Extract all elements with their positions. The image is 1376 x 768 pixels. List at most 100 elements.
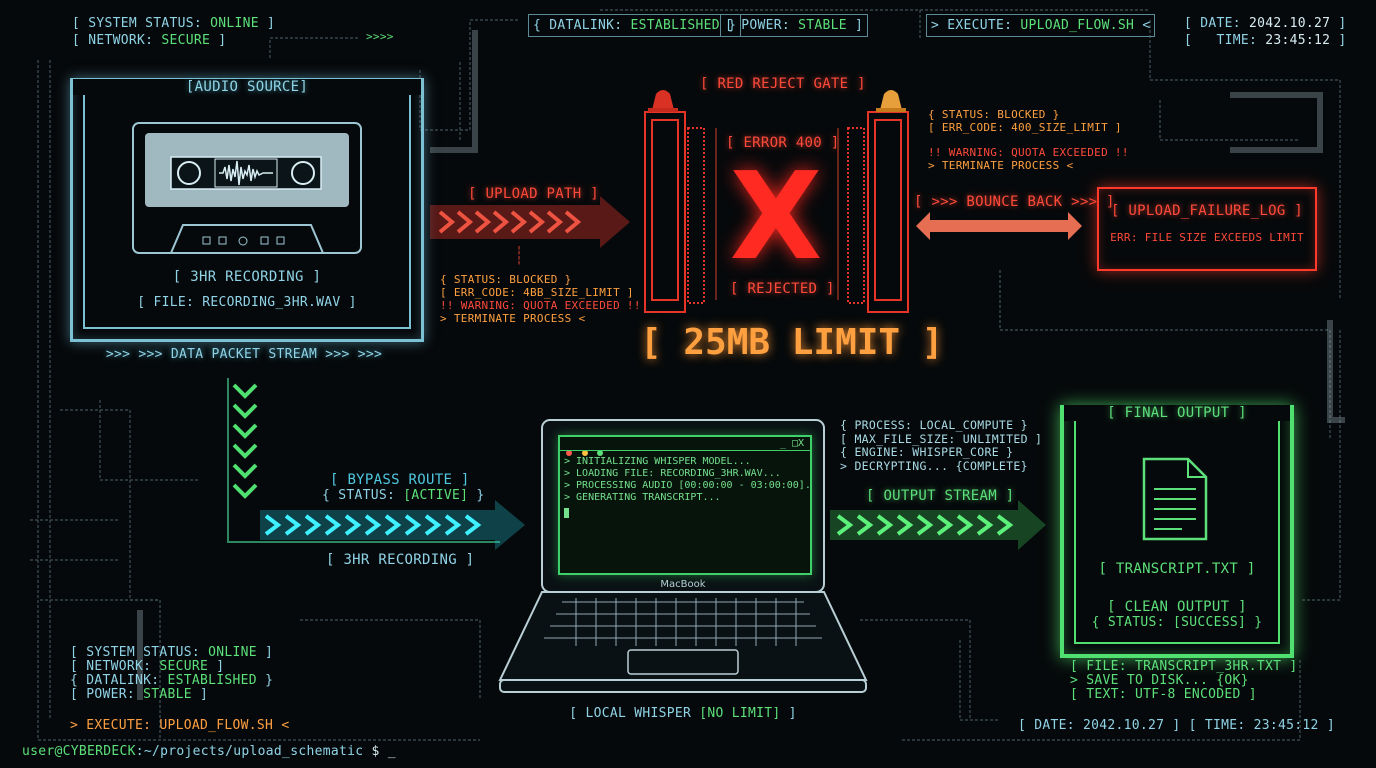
gate-err-line: [ ERR_CODE: 400_SIZE_LIMIT ]	[928, 121, 1122, 134]
upload-warn-line: !! WARNING: QUOTA EXCEEDED !!	[440, 299, 641, 312]
network-prefix: [ NETWORK:	[72, 33, 162, 48]
status-suffix: ]	[258, 16, 276, 31]
final-info-line: > SAVE TO DISK... {OK}	[1070, 673, 1249, 688]
status-prefix: [ SYSTEM STATUS:	[72, 16, 211, 31]
time-suffix: ]	[1330, 33, 1347, 48]
shell-prompt[interactable]: user@CYBERDECK:~/projects/upload_schemat…	[22, 744, 396, 759]
size-limit-banner: [ 25MB LIMIT ]	[640, 322, 944, 363]
maximize-dot-icon[interactable]	[597, 450, 604, 456]
power-prefix: [ POWER:	[725, 18, 799, 33]
prompt-user: user@CYBERDECK	[22, 744, 136, 759]
dotted-connector: ¦¦	[516, 245, 523, 266]
upload-term-line: > TERMINATE PROCESS <	[440, 312, 586, 325]
date-value: 2042.10.27	[1249, 16, 1331, 31]
final-info-line: [ FILE: TRANSCRIPT_3HR.TXT ]	[1070, 659, 1298, 674]
power-value: STABLE	[143, 687, 192, 702]
datalink-prefix: { DATALINK:	[70, 673, 168, 688]
datalink-prefix: { DATALINK:	[533, 18, 631, 33]
bottom-power-status: [ POWER: STABLE ]	[70, 688, 273, 702]
audio-file-name: [ FILE: RECORDING_3HR.WAV ]	[137, 295, 357, 310]
status-prefix: [ SYSTEM STATUS:	[70, 645, 209, 660]
terminal-cursor	[564, 508, 569, 518]
terminal-window[interactable]: _ □X > INITIALIZING WHISPER MODEL... > L…	[558, 435, 812, 575]
prompt-symbol: $ _	[363, 744, 396, 759]
datalink-suffix: }	[256, 673, 274, 688]
network-prefix: [ NETWORK:	[70, 659, 160, 674]
process-line: > DECRYPTING... {COMPLETE}	[840, 458, 1028, 473]
final-output-file: [ TRANSCRIPT.TXT ]	[1098, 561, 1256, 577]
upload-err-line: [ ERR_CODE: 4BB_SIZE_LIMIT ]	[440, 286, 634, 299]
minimize-dot-icon[interactable]	[581, 450, 588, 456]
power-prefix: [ POWER:	[70, 687, 144, 702]
process-info: { PROCESS: LOCAL_COMPUTE } [ MAX_FILE_SI…	[840, 418, 1043, 473]
bypass-status-suffix: }	[468, 488, 485, 503]
laptop-brand: MacBook	[660, 579, 706, 590]
status-suffix: ]	[256, 645, 274, 660]
datalink-value: ESTABLISHED	[630, 18, 720, 33]
top-date: [ DATE: 2042.10.27 ]	[1184, 16, 1347, 31]
upload-status-line: { STATUS: BLOCKED }	[440, 273, 572, 286]
time-value: 23:45:12	[1265, 33, 1331, 48]
failure-log-title: [ UPLOAD_FAILURE_LOG ]	[1110, 203, 1304, 219]
execute-suffix: <	[273, 718, 290, 733]
bypass-route-label: [ BYPASS ROUTE ]	[330, 472, 470, 488]
alarm-light-icon	[648, 90, 678, 112]
window-dots	[566, 441, 604, 460]
process-line: { ENGINE: WHISPER_CORE }	[840, 445, 1014, 459]
network-value: SECURE	[159, 659, 209, 674]
final-info: [ FILE: TRANSCRIPT_3HR.TXT ] > SAVE TO D…	[1070, 660, 1298, 702]
local-whisper-label: [ LOCAL WHISPER [NO LIMIT] ]	[496, 706, 870, 721]
prompt-path: :~/projects/upload_schematic	[135, 744, 364, 759]
terminal-line: > GENERATING TRANSCRIPT...	[564, 492, 721, 503]
window-controls[interactable]: _ □X	[779, 438, 804, 449]
gate-warn-line: !! WARNING: QUOTA EXCEEDED !!	[928, 146, 1129, 159]
execute-command[interactable]: > EXECUTE: UPLOAD_FLOW.SH <	[926, 14, 1156, 37]
document-icon	[1142, 457, 1208, 541]
output-stream-label: [ OUTPUT STREAM ]	[866, 488, 1015, 504]
process-line: [ MAX_FILE_SIZE: UNLIMITED ]	[840, 431, 1043, 446]
waveform-icon	[219, 160, 273, 186]
bottom-execute-command[interactable]: > EXECUTE: UPLOAD_FLOW.SH <	[70, 718, 289, 733]
status-value: ONLINE	[208, 645, 257, 660]
final-info-line: [ TEXT: UTF-8 ENCODED ]	[1070, 687, 1257, 702]
final-status-value: [SUCCESS]	[1172, 615, 1247, 630]
audio-panel-title: [AUDIO SOURCE]	[73, 79, 421, 95]
cassette-icon	[132, 122, 362, 254]
bottom-status-block: [ SYSTEM STATUS: ONLINE ] [ NETWORK: SEC…	[70, 646, 273, 702]
whisper-label-prefix: [ LOCAL WHISPER	[569, 706, 700, 721]
mini-arrows: >>>>	[366, 30, 394, 43]
whisper-label-value: [NO LIMIT]	[699, 706, 781, 721]
network-value: SECURE	[161, 33, 211, 48]
power-value: STABLE	[798, 18, 847, 33]
network-suffix: ]	[208, 659, 225, 674]
red-reject-gate-title: [ RED REJECT GATE ]	[700, 76, 866, 92]
close-dot-icon[interactable]	[566, 450, 572, 456]
network-suffix: ]	[210, 33, 227, 48]
power-suffix: ]	[191, 687, 209, 702]
terminal-line: > INITIALIZING WHISPER MODEL...	[564, 456, 751, 467]
final-output-title: [ FINAL OUTPUT ]	[1064, 405, 1290, 421]
final-status-prefix: { STATUS:	[1091, 615, 1173, 630]
datalink-status: { DATALINK: ESTABLISHED }	[528, 14, 742, 37]
bounce-back-label: [ >>> BOUNCE BACK >>> ]	[914, 194, 1115, 210]
gate-status-block: { STATUS: BLOCKED } [ ERR_CODE: 400_SIZE…	[928, 108, 1129, 172]
audio-recording-label: [ 3HR RECORDING ]	[172, 269, 322, 285]
execute-value: UPLOAD_FLOW.SH	[159, 718, 274, 733]
final-output-panel: [ FINAL OUTPUT ] [ TRANSCRIPT.TXT ] [ CL…	[1060, 405, 1294, 658]
process-line: { PROCESS: LOCAL_COMPUTE }	[840, 418, 1028, 432]
execute-suffix: <	[1134, 18, 1151, 33]
x-mark-icon: X	[729, 148, 823, 287]
alarm-light-icon	[876, 90, 906, 112]
final-status: { STATUS: [SUCCESS] }	[1064, 615, 1290, 630]
status-value: ONLINE	[210, 16, 259, 31]
gate-term-line: > TERMINATE PROCESS <	[928, 159, 1074, 172]
time-prefix: [ TIME:	[1184, 33, 1266, 48]
terminal-title-divider	[560, 450, 810, 451]
bottom-date-time: [ DATE: 2042.10.27 ] [ TIME: 23:45:12 ]	[1018, 718, 1335, 733]
terminal-line: > PROCESSING AUDIO [00:00:00 - 03:00:00]…	[564, 480, 811, 491]
bottom-datalink-status: { DATALINK: ESTABLISHED }	[70, 674, 273, 688]
date-suffix: ]	[1330, 16, 1347, 31]
audio-source-panel: [AUDIO SOURCE] [ 3HR RECORDING ] [ FILE:…	[70, 78, 424, 342]
gate-rejected-label: [ REJECTED ]	[730, 281, 835, 297]
